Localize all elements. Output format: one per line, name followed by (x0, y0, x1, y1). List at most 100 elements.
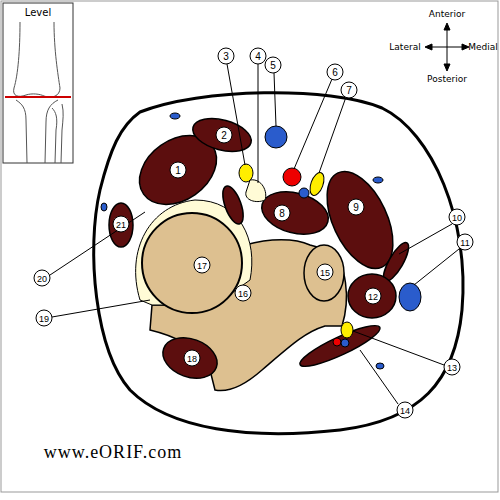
callout-number: 12 (368, 292, 378, 301)
illustration-part (462, 44, 469, 50)
callout-number: 21 (116, 220, 126, 229)
callout-number: 11 (460, 238, 469, 247)
illustration-part (341, 339, 349, 347)
illustration-part (294, 79, 332, 169)
illustration-part (414, 249, 459, 285)
illustration-part (399, 224, 452, 254)
illustration-part (170, 162, 186, 178)
muscles (109, 113, 413, 386)
illustration-part (319, 97, 346, 173)
callout-number: 10 (452, 213, 462, 222)
illustration-part (109, 203, 133, 247)
leader-lines (50, 64, 459, 404)
illustration-part (239, 164, 253, 182)
illustration-part (101, 203, 107, 211)
illustration-part (52, 108, 57, 163)
illustration-part (52, 300, 150, 317)
illustration-part (227, 64, 245, 165)
illustration-part (16, 100, 27, 163)
illustration-part (449, 209, 465, 225)
illustration-part (307, 171, 326, 198)
illustration-part (365, 288, 381, 304)
illustration-part (258, 64, 259, 183)
illustration-part (194, 257, 210, 273)
callout-number: 3 (223, 52, 229, 62)
compass-label: Posterior (427, 75, 467, 84)
callout-number: 18 (187, 354, 197, 363)
callout-number: 4 (255, 52, 261, 62)
illustration-part (444, 23, 450, 30)
callout-number: 20 (37, 274, 47, 283)
illustration-part (61, 104, 63, 163)
illustration-part (14, 22, 60, 97)
illustration-part (317, 264, 333, 280)
illustration-part (113, 216, 129, 232)
illustration-part (265, 126, 287, 148)
callout-number: 5 (270, 61, 276, 71)
illustration-part (34, 270, 50, 286)
compass-label: Lateral (389, 43, 420, 52)
illustration-part (50, 212, 145, 275)
callout-number: 2 (221, 131, 227, 141)
illustration-part (274, 73, 276, 126)
callout-number: 1 (175, 166, 181, 176)
illustration-part (3, 3, 73, 163)
illustration-part (373, 177, 383, 183)
illustration-part (299, 188, 309, 198)
illustration-part (327, 64, 343, 80)
fibula-head (142, 213, 242, 313)
callout-number: 13 (447, 363, 457, 372)
illustration-part (265, 57, 281, 73)
illustration-part (257, 185, 333, 241)
illustration-part (235, 285, 251, 301)
illustration-part (399, 283, 421, 311)
compass-label: Medial (468, 43, 498, 52)
illustration-part (36, 310, 52, 326)
illustration-part (45, 100, 58, 163)
illustration-part (428, 47, 466, 48)
illustration-part (397, 402, 413, 418)
leg-outline (94, 93, 463, 434)
bone-15 (304, 245, 344, 301)
callout-number: 14 (400, 406, 410, 415)
illustration-part (360, 350, 398, 404)
illustration-part (170, 113, 180, 119)
illustration-part (348, 199, 364, 215)
illustration-part (157, 331, 223, 386)
illustration-part (184, 350, 200, 366)
illustration-part (341, 322, 353, 338)
level-inset (3, 3, 73, 163)
illustration-part (376, 363, 384, 369)
inset-title: Level (25, 8, 51, 18)
illustration-part (283, 168, 301, 186)
illustration-part (333, 338, 341, 346)
vessels-nerves (101, 113, 421, 369)
illustration-part (219, 183, 248, 226)
callout-circles (34, 48, 473, 418)
callout-number: 7 (346, 86, 352, 96)
illustration-part (457, 234, 473, 250)
callout-number: 17 (197, 261, 207, 270)
illustration-part (274, 205, 290, 221)
illustration-part (216, 127, 232, 143)
illustration-part (218, 48, 234, 64)
callout-number: 16 (238, 289, 248, 298)
frame (1, 1, 498, 492)
callout-number: 6 (332, 68, 338, 78)
illustration-part (348, 274, 396, 318)
callout-number: 9 (353, 203, 359, 213)
watermark: www.eORIF.com (44, 443, 182, 461)
callout-number: 15 (320, 268, 330, 277)
illustration-part (341, 82, 357, 98)
callout-number: 19 (39, 314, 49, 323)
illustration-part (444, 359, 460, 375)
illustration-part (425, 44, 432, 50)
illustration-part (250, 48, 266, 64)
callout-number: 8 (279, 209, 285, 219)
illustration-part (444, 64, 450, 71)
compass-label: Anterior (429, 10, 465, 19)
illustration-part (246, 180, 266, 202)
illustration-part (5, 96, 71, 98)
